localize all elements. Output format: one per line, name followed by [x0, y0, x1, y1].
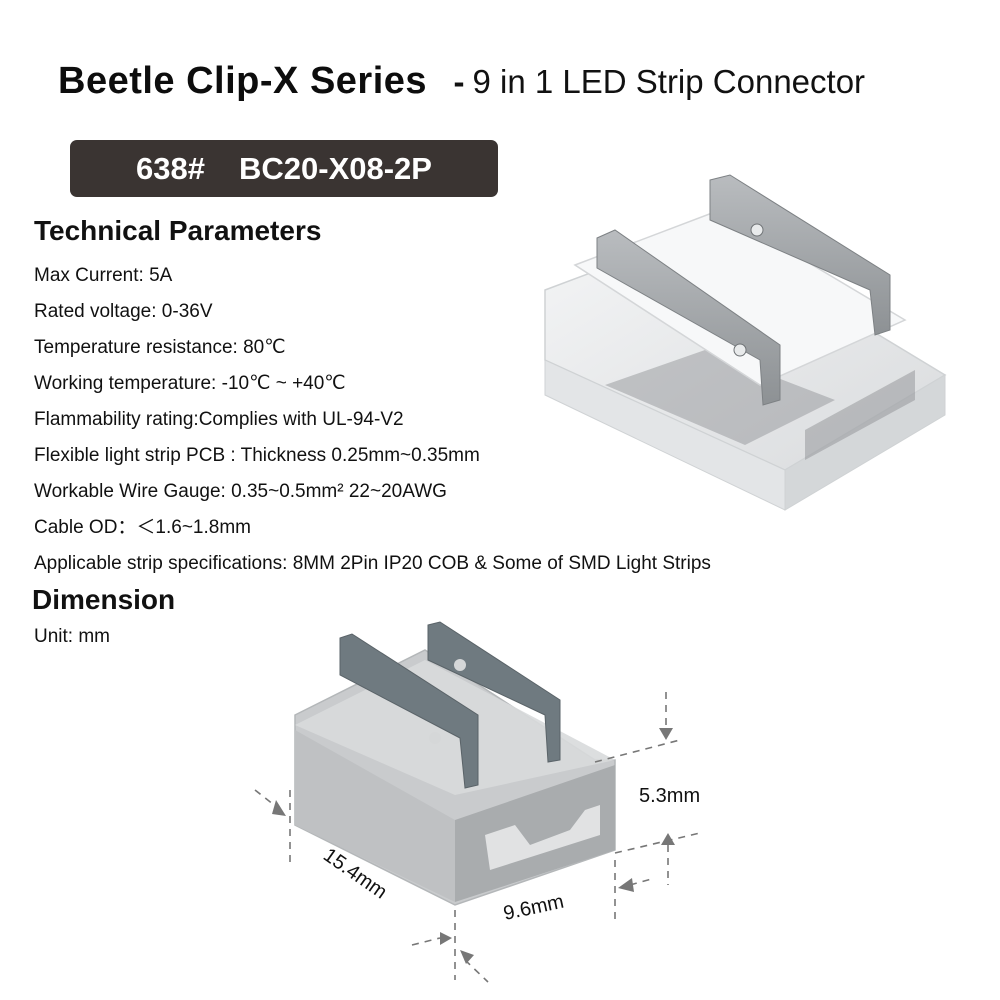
width-dimension-label: 9.6mm — [501, 891, 565, 925]
param-pcb-thickness: Flexible light strip PCB : Thickness 0.2… — [34, 445, 480, 466]
unit-label: Unit: mm — [34, 626, 110, 647]
product-title: Beetle Clip-X Series -9 in 1 LED Strip C… — [58, 60, 865, 103]
technical-parameters-heading: Technical Parameters — [34, 215, 322, 246]
dimension-heading: Dimension — [32, 584, 176, 615]
product-subtitle: 9 in 1 LED Strip Connector — [472, 63, 866, 100]
param-flammability: Flammability rating:Complies with UL-94-… — [34, 409, 404, 430]
model-badge: 638# BC20-X08-2P — [70, 140, 498, 197]
param-rated-voltage: Rated voltage: 0-36V — [34, 301, 213, 322]
title-separator: - — [453, 63, 465, 100]
series-name: Beetle Clip-X Series — [58, 60, 428, 102]
dimension-drawing: 5.3mm 9.6mm 15.4mm — [254, 621, 701, 983]
parameter-list: Max Current: 5A Rated voltage: 0-36V Tem… — [34, 258, 711, 582]
model-code: BC20-X08-2P — [238, 150, 432, 186]
height-dimension-label: 5.3mm — [639, 785, 700, 807]
param-max-current: Max Current: 5A — [34, 265, 173, 286]
param-working-temperature: Working temperature: -10℃ ~ +40℃ — [34, 373, 346, 394]
param-temperature-resistance: Temperature resistance: 80℃ — [34, 337, 286, 358]
param-wire-gauge: Workable Wire Gauge: 0.35~0.5mm² 22~20AW… — [34, 481, 447, 502]
product-render-image — [544, 174, 947, 511]
item-number: 638# — [136, 150, 205, 186]
title-subtitle-group: -9 in 1 LED Strip Connector — [454, 63, 866, 100]
param-applicable-strips: Applicable strip specifications: 8MM 2Pi… — [34, 553, 711, 574]
param-cable-od: Cable OD：＜1.6~1.8mm — [34, 517, 251, 538]
